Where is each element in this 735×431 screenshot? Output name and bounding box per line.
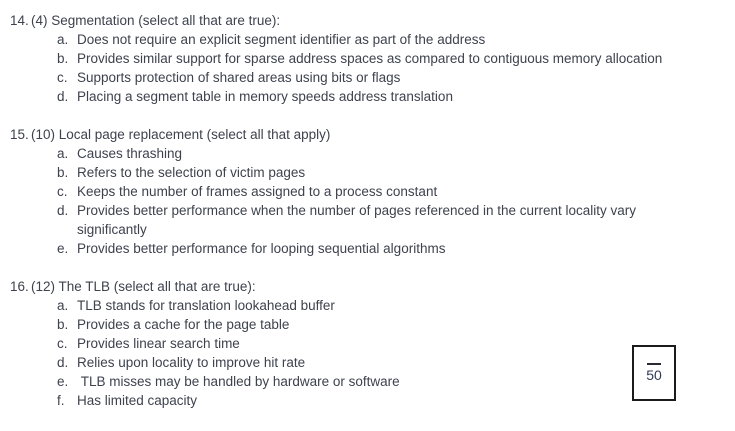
- option-text: TLB misses may be handled by hardware or…: [77, 374, 400, 389]
- option-row: b. Provides similar support for sparse a…: [57, 49, 695, 68]
- question-prompt: (12) The TLB (select all that are true):: [31, 279, 256, 294]
- question-header: 15. (10) Local page replacement (select …: [10, 125, 695, 144]
- question-number: 14.: [10, 13, 29, 28]
- option-row: d. Relies upon locality to improve hit r…: [57, 353, 695, 372]
- option-text: Provides better performance for looping …: [77, 241, 446, 256]
- score-box: 50: [632, 345, 676, 401]
- option-text: Provides similar support for sparse addr…: [77, 51, 663, 66]
- option-text: Keeps the number of frames assigned to a…: [77, 184, 438, 199]
- question-number: 15.: [10, 127, 29, 142]
- option-text: Has limited capacity: [77, 393, 198, 408]
- option-label: d.: [57, 355, 69, 370]
- option-label: a.: [57, 32, 69, 47]
- option-label: c.: [57, 184, 68, 199]
- option-label: d.: [57, 203, 69, 218]
- score-total: 50: [646, 367, 662, 383]
- option-text: TLB stands for translation lookahead buf…: [77, 298, 335, 313]
- option-text: Provides a cache for the page table: [77, 317, 290, 332]
- option-row: c. Supports protection of shared areas u…: [57, 68, 695, 87]
- option-label: c.: [57, 70, 68, 85]
- option-row: b. Provides a cache for the page table: [57, 315, 695, 334]
- option-text: Causes thrashing: [77, 146, 183, 161]
- question-prompt: (4) Segmentation (select all that are tr…: [31, 13, 281, 28]
- option-text: Placing a segment table in memory speeds…: [77, 89, 453, 104]
- option-row: e. TLB misses may be handled by hardware…: [57, 372, 695, 391]
- option-label: d.: [57, 89, 69, 104]
- option-row: a. Does not require an explicit segment …: [57, 30, 695, 49]
- question-header: 14. (4) Segmentation (select all that ar…: [10, 11, 695, 30]
- option-label: e.: [57, 241, 69, 256]
- question-14: 14. (4) Segmentation (select all that ar…: [10, 11, 695, 106]
- option-row: c. Provides linear search time: [57, 334, 695, 353]
- option-row: c. Keeps the number of frames assigned t…: [57, 182, 695, 201]
- option-row: b. Refers to the selection of victim pag…: [57, 163, 695, 182]
- question-16: 16. (12) The TLB (select all that are tr…: [10, 277, 695, 410]
- exam-page: 14. (4) Segmentation (select all that ar…: [10, 11, 695, 410]
- question-prompt: (10) Local page replacement (select all …: [31, 127, 331, 142]
- option-row: d. Placing a segment table in memory spe…: [57, 87, 695, 106]
- question-15: 15. (10) Local page replacement (select …: [10, 125, 695, 258]
- option-row: f. Has limited capacity: [57, 391, 695, 410]
- option-label: a.: [57, 298, 69, 313]
- option-text: Provides linear search time: [77, 336, 240, 351]
- question-header: 16. (12) The TLB (select all that are tr…: [10, 277, 695, 296]
- option-label: b.: [57, 317, 69, 332]
- option-row: a. TLB stands for translation lookahead …: [57, 296, 695, 315]
- option-text: Provides better performance when the num…: [77, 203, 640, 237]
- option-row: d. Provides better performance when the …: [57, 201, 695, 239]
- option-label: f.: [57, 393, 65, 408]
- option-label: e.: [57, 374, 69, 389]
- option-text: Supports protection of shared areas usin…: [77, 70, 401, 85]
- option-row: e. Provides better performance for loopi…: [57, 239, 695, 258]
- option-label: b.: [57, 165, 69, 180]
- option-label: a.: [57, 146, 69, 161]
- option-text: Does not require an explicit segment ide…: [77, 32, 486, 47]
- question-number: 16.: [10, 279, 29, 294]
- score-blank-line: [647, 363, 661, 365]
- option-label: c.: [57, 336, 68, 351]
- option-text: Relies upon locality to improve hit rate: [77, 355, 306, 370]
- option-text: Refers to the selection of victim pages: [77, 165, 306, 180]
- option-label: b.: [57, 51, 69, 66]
- option-row: a. Causes thrashing: [57, 144, 695, 163]
